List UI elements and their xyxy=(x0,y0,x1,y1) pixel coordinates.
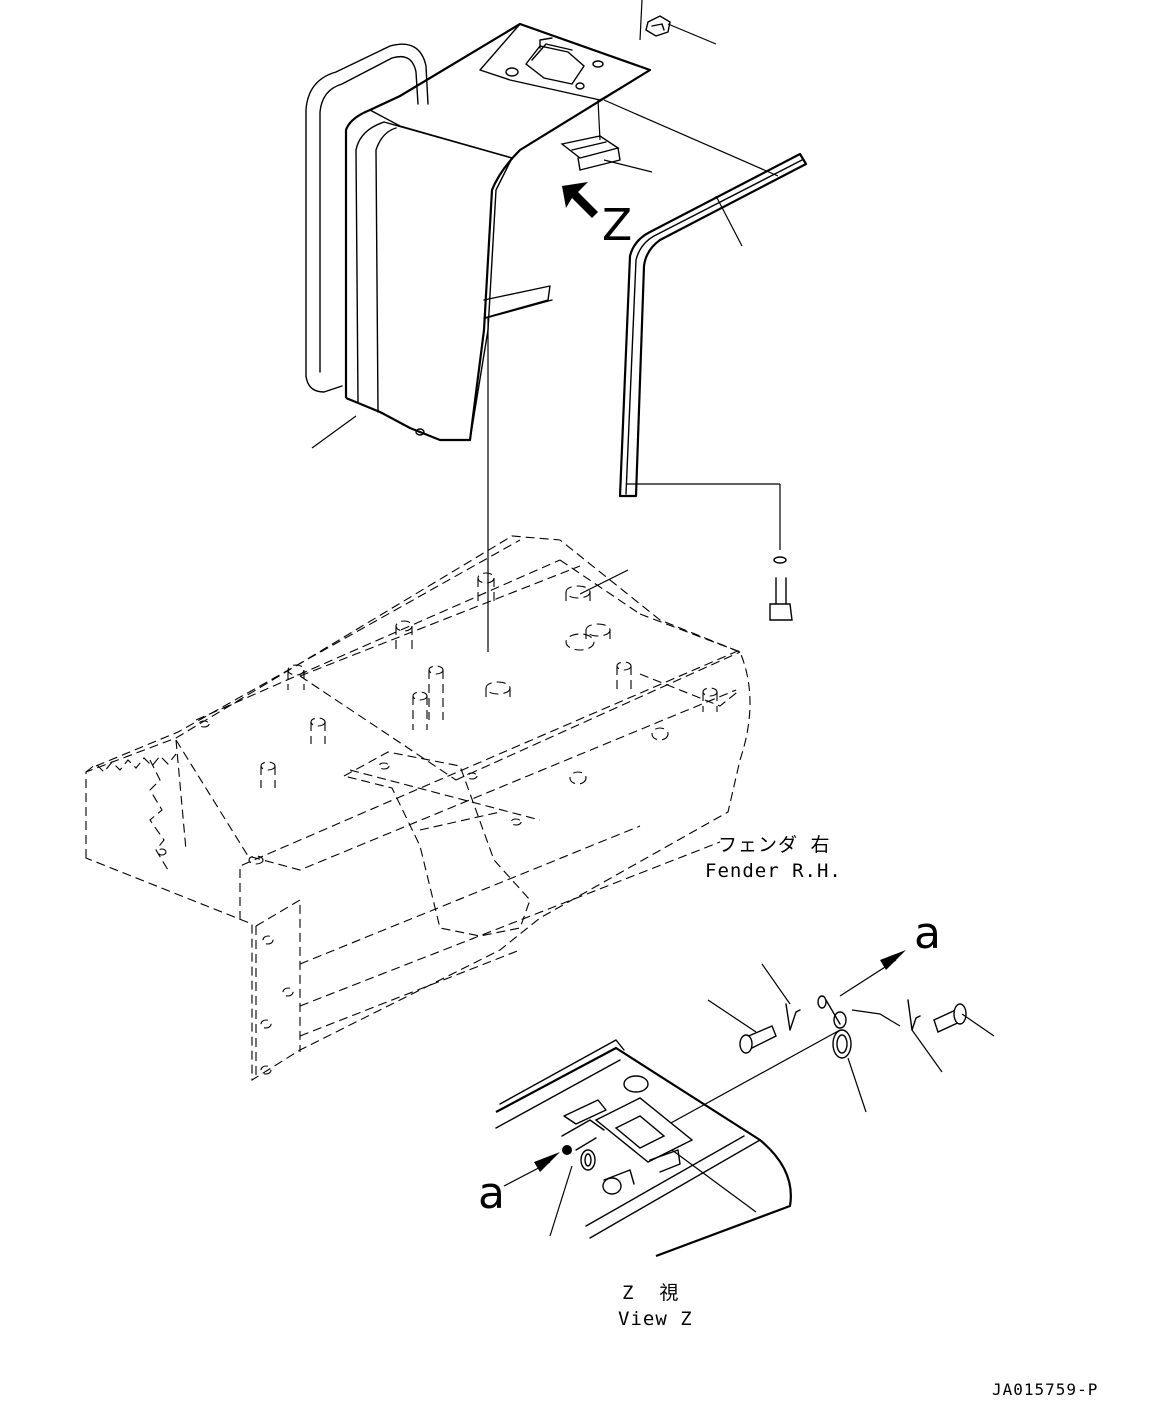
arrow-a-head-upper xyxy=(880,950,906,970)
cover-assembly xyxy=(305,0,717,442)
bracket-clip xyxy=(560,135,621,171)
view-label-en: View Z xyxy=(618,1308,693,1330)
view-label-jp: Z 視 xyxy=(622,1282,680,1304)
spring xyxy=(817,995,901,1113)
arrow-a-upper-label: a xyxy=(914,908,941,959)
fender-rh xyxy=(85,535,751,1081)
split-pin-left xyxy=(785,1003,801,1031)
split-pin-right xyxy=(907,999,921,1031)
view-z-arrow xyxy=(562,182,598,218)
view-letter-z: Z xyxy=(602,200,633,251)
fender-label-jp: フェンダ 右 xyxy=(718,834,831,856)
view-z-detail xyxy=(495,1039,792,1258)
seal-strip xyxy=(603,99,808,498)
fender-label-en: Fender R.H. xyxy=(705,860,842,882)
arrow-a-lower-label: a xyxy=(478,1168,505,1219)
arrow-a-head-lower xyxy=(534,1152,560,1172)
latch-top xyxy=(525,45,585,85)
cover-box-outline xyxy=(344,22,652,442)
handle-rail xyxy=(305,43,429,393)
drawing-code: JA015759-P xyxy=(992,1380,1099,1399)
nut-part xyxy=(645,15,671,37)
bolt-washer xyxy=(626,483,793,621)
latch-hardware xyxy=(639,950,995,1141)
